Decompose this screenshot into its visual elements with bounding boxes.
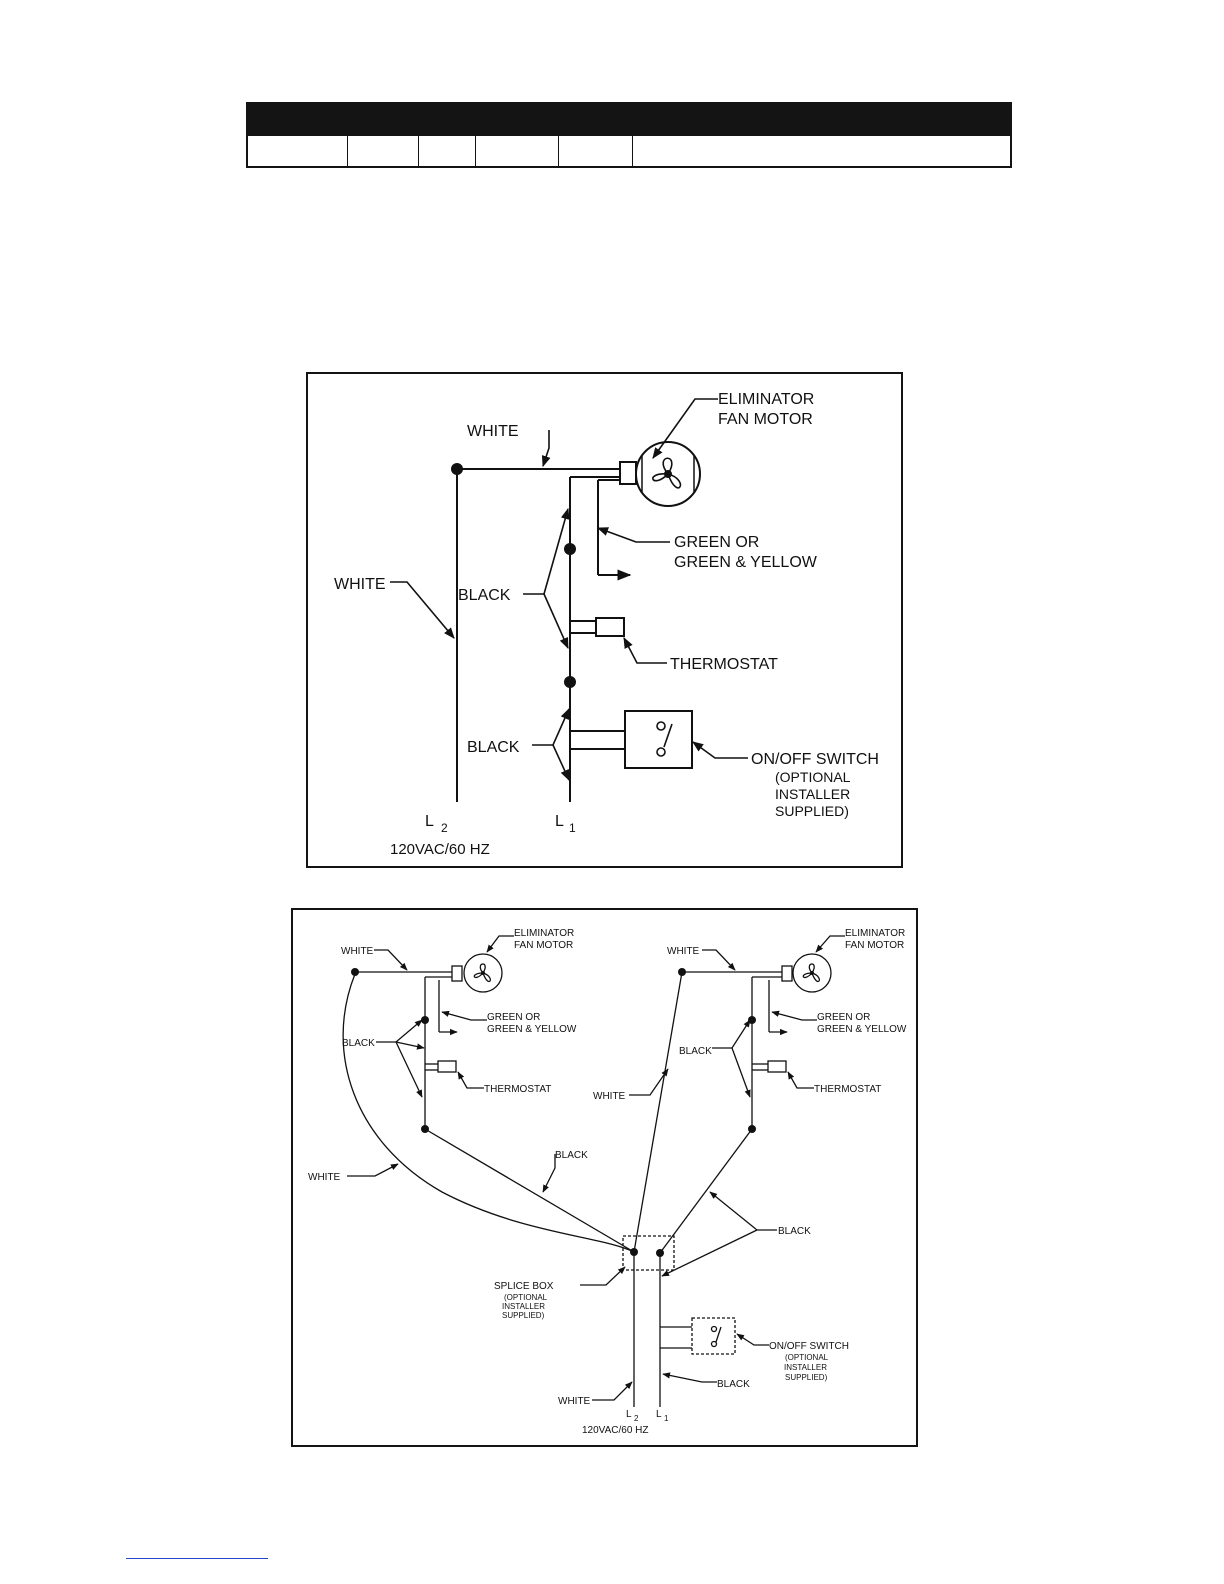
white-wire-label: WHITE	[558, 1396, 591, 1407]
junction-dot	[421, 1125, 429, 1133]
ground-label: GREEN OR	[674, 534, 759, 551]
header-cell	[559, 136, 633, 166]
splice-label: INSTALLER	[502, 1302, 545, 1311]
ground-label: GREEN OR	[817, 1012, 870, 1023]
thermostat-label: THERMOSTAT	[814, 1084, 881, 1095]
header-cell	[476, 136, 559, 166]
black-wire-label: BLACK	[778, 1226, 811, 1237]
junction-dot	[656, 1249, 664, 1257]
junction-dot	[564, 543, 576, 555]
thermostat-label: THERMOSTAT	[670, 656, 778, 673]
white-wire-label: WHITE	[334, 576, 386, 593]
black-wire-label: BLACK	[679, 1046, 712, 1057]
ground-label: GREEN OR	[487, 1012, 540, 1023]
white-wire-label: WHITE	[308, 1172, 341, 1183]
thermostat-box	[595, 617, 625, 637]
ground-label: GREEN & YELLOW	[817, 1024, 907, 1035]
switch-label: (OPTIONAL	[775, 769, 851, 785]
black-wire-label: BLACK	[717, 1379, 750, 1390]
l1-subscript: 1	[664, 1414, 669, 1423]
splice-label: SPLICE BOX	[494, 1281, 554, 1292]
white-wire-right	[633, 971, 683, 1253]
junction-dot	[630, 1248, 638, 1256]
black-wire-label: BLACK	[555, 1150, 588, 1161]
wiring-diagram-dual: ELIMINATOR FAN MOTOR ELIMINATOR FAN MOTO…	[291, 908, 918, 1447]
junction-dot	[678, 968, 686, 976]
l2-subscript: 2	[634, 1414, 639, 1423]
supply-label: 120VAC/60 HZ	[582, 1425, 649, 1436]
ground-label: GREEN & YELLOW	[674, 554, 818, 571]
white-wire-label: WHITE	[593, 1091, 626, 1102]
header-row	[246, 136, 1012, 168]
l2-subscript: 2	[441, 821, 448, 835]
motor-label: FAN MOTOR	[845, 940, 904, 951]
black-wire-left	[424, 1128, 635, 1253]
switch-label: (OPTIONAL	[785, 1353, 829, 1362]
splice-label: (OPTIONAL	[504, 1293, 548, 1302]
l1-subscript: 1	[569, 821, 576, 835]
header-table	[246, 102, 1012, 168]
switch-box	[624, 710, 693, 769]
header-bar	[246, 102, 1012, 136]
motor-label: ELIMINATOR	[845, 928, 905, 939]
fan-icon	[652, 457, 682, 489]
l1-label: L	[656, 1409, 662, 1420]
switch-box	[691, 1317, 736, 1355]
footer-rule	[126, 1558, 268, 1559]
switch-label: INSTALLER	[775, 786, 850, 802]
black-wire-label: BLACK	[467, 739, 520, 756]
wiring-diagram-single-svg: ELIMINATOR FAN MOTOR WHITE WHITE BLACK B…	[334, 391, 879, 858]
header-cell	[633, 136, 1010, 166]
splice-label: SUPPLIED)	[502, 1311, 545, 1320]
junction-dot	[564, 676, 576, 688]
white-wire-label: WHITE	[667, 946, 700, 957]
motor-connector	[619, 461, 637, 485]
motor-label: FAN MOTOR	[718, 411, 813, 428]
l2-label: L	[626, 1409, 632, 1420]
black-wire-right	[659, 1128, 753, 1254]
switch-label: ON/OFF SWITCH	[751, 751, 879, 768]
white-wire-label: WHITE	[341, 946, 374, 957]
ground-label: GREEN & YELLOW	[487, 1024, 577, 1035]
motor-label: ELIMINATOR	[514, 928, 574, 939]
white-wire-label: WHITE	[467, 423, 519, 440]
junction-dot	[351, 968, 359, 976]
motor-label: ELIMINATOR	[718, 391, 814, 408]
switch-label: ON/OFF SWITCH	[769, 1341, 849, 1352]
wiring-diagram-single: ELIMINATOR FAN MOTOR WHITE WHITE BLACK B…	[306, 372, 903, 868]
fan-icon	[802, 963, 820, 983]
header-cell	[348, 136, 419, 166]
junction-dot	[748, 1016, 756, 1024]
black-wire-label: BLACK	[458, 587, 511, 604]
junction-dot	[421, 1016, 429, 1024]
thermostat-label: THERMOSTAT	[484, 1084, 551, 1095]
switch-label: SUPPLIED)	[785, 1373, 828, 1382]
header-cell	[419, 136, 476, 166]
wiring-diagram-dual-svg: ELIMINATOR FAN MOTOR ELIMINATOR FAN MOTO…	[308, 928, 907, 1436]
black-wire-label: BLACK	[342, 1038, 375, 1049]
l2-label: L	[425, 813, 434, 830]
header-cell	[248, 136, 348, 166]
l1-label: L	[555, 813, 564, 830]
junction-dot	[748, 1125, 756, 1133]
switch-label: SUPPLIED)	[775, 803, 849, 819]
supply-label: 120VAC/60 HZ	[390, 841, 490, 858]
motor-label: FAN MOTOR	[514, 940, 573, 951]
splice-box	[622, 1235, 675, 1271]
fan-icon	[473, 963, 491, 983]
switch-label: INSTALLER	[784, 1363, 827, 1372]
white-wire-curve	[342, 973, 635, 1253]
junction-dot	[451, 463, 463, 475]
